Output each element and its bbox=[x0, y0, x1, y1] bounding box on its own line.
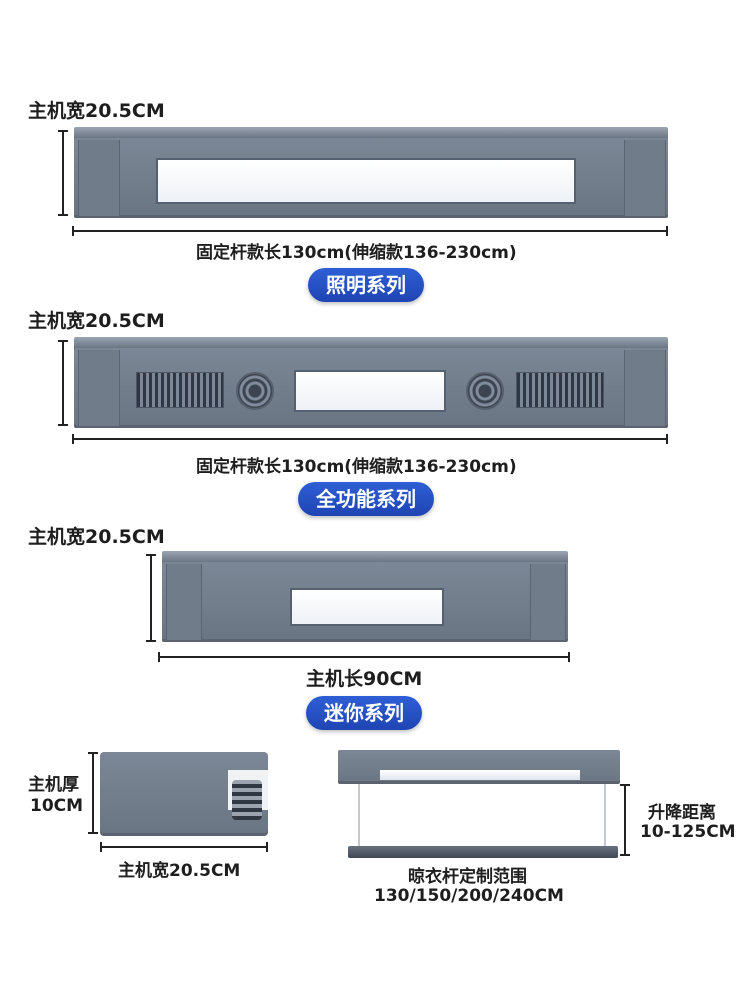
s4-rod-label-2: 130/150/200/240CM bbox=[374, 886, 564, 906]
s1-series-badge: 照明系列 bbox=[308, 268, 424, 302]
s4-thickness-dim bbox=[92, 752, 94, 834]
s3-light-panel bbox=[290, 588, 444, 626]
s1-length-dim bbox=[72, 230, 668, 232]
s2-vent-left bbox=[136, 372, 224, 408]
s3-height-dim bbox=[150, 554, 152, 642]
s3-width-label: 主机宽20.5CM bbox=[28, 526, 165, 548]
s1-height-dim bbox=[62, 130, 64, 216]
s2-fan-left-icon bbox=[236, 372, 274, 410]
s1-light-panel bbox=[156, 158, 576, 204]
s4-width-dim bbox=[100, 846, 268, 848]
s2-fan-right-icon bbox=[466, 372, 504, 410]
s4-lift-label-2: 10-125CM bbox=[640, 822, 736, 842]
s2-length-dim bbox=[72, 438, 668, 440]
s4-thickness-label-2: 10CM bbox=[30, 796, 84, 816]
s2-width-label: 主机宽20.5CM bbox=[28, 310, 165, 332]
s2-series-badge: 全功能系列 bbox=[298, 482, 434, 516]
s4-pulley-icon bbox=[232, 780, 262, 820]
s3-length-label: 主机长90CM bbox=[306, 668, 423, 690]
s4-width-label: 主机宽20.5CM bbox=[118, 861, 241, 881]
s2-length-label: 固定杆款长130cm(伸缩款136-230cm) bbox=[196, 457, 517, 477]
s1-length-label: 固定杆款长130cm(伸缩款136-230cm) bbox=[196, 243, 517, 263]
s4-lift-dim bbox=[624, 784, 626, 856]
s4-thickness-label-1: 主机厚 bbox=[28, 775, 79, 795]
s4-lift-label-1: 升降距离 bbox=[648, 803, 716, 823]
s4-drying-rod bbox=[348, 846, 618, 858]
s3-length-dim bbox=[158, 656, 570, 658]
s2-light-panel bbox=[294, 370, 446, 412]
s2-vent-right bbox=[516, 372, 604, 408]
s4-rod-label-1: 晾衣杆定制范围 bbox=[408, 867, 527, 887]
s1-width-label: 主机宽20.5CM bbox=[28, 100, 165, 122]
s3-series-badge: 迷你系列 bbox=[306, 696, 422, 730]
s2-height-dim bbox=[62, 340, 64, 426]
